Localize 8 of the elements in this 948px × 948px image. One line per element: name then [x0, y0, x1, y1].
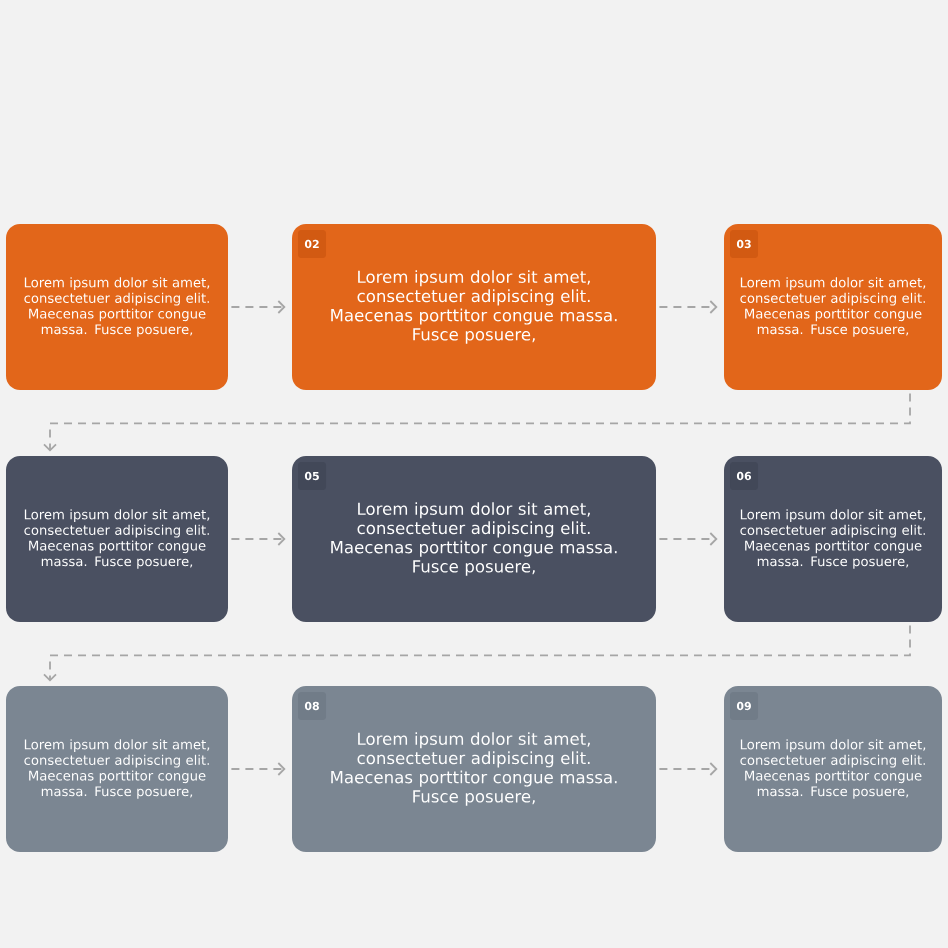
arrow [658, 762, 718, 776]
arrow [230, 762, 286, 776]
arrow [658, 300, 718, 314]
arrow [230, 532, 286, 546]
arrow [230, 300, 286, 314]
arrow [43, 624, 911, 682]
arrow [658, 532, 718, 546]
arrow [43, 392, 911, 452]
